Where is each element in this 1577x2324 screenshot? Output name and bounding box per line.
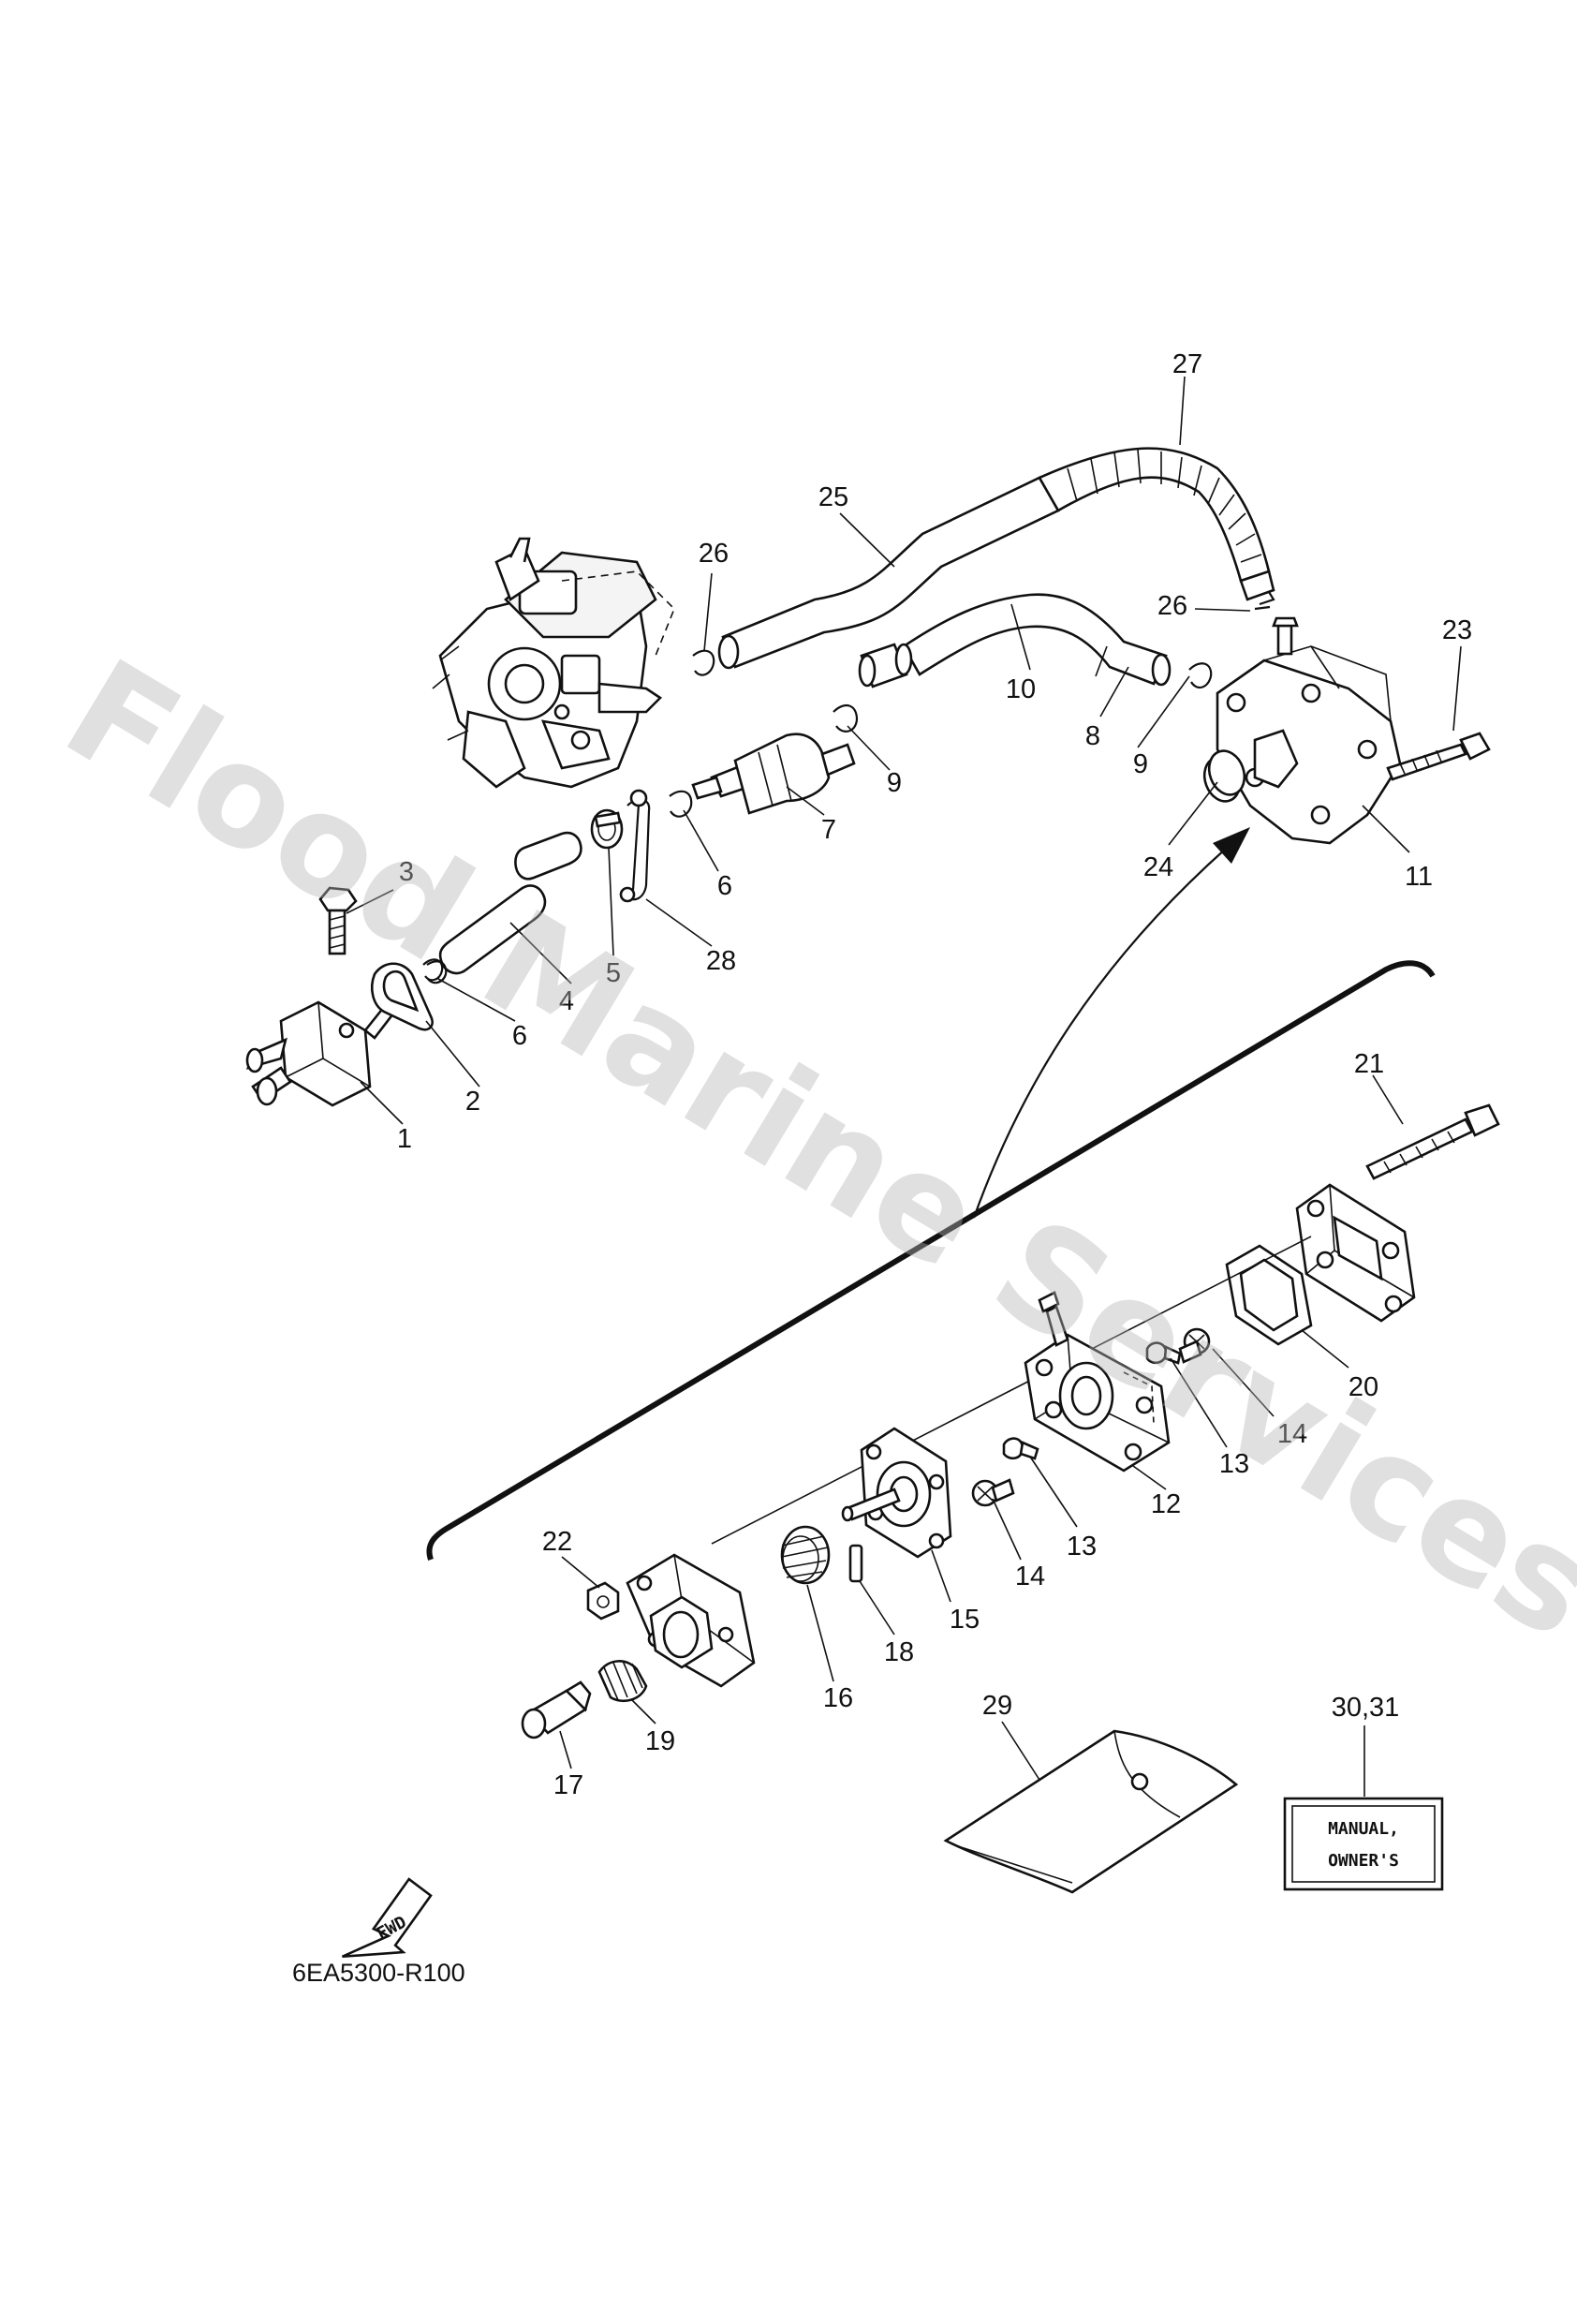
label-22: 22	[542, 1527, 572, 1557]
manual-text-line2: OWNER'S	[1328, 1851, 1399, 1871]
fuel-filter-7	[691, 733, 856, 815]
label-29: 29	[982, 1691, 1012, 1721]
fuel-hose-25	[717, 476, 1060, 670]
hose-clamp-5	[590, 808, 624, 850]
label-27: 27	[1172, 349, 1202, 379]
label-26a: 26	[699, 539, 729, 569]
bolt-3	[318, 886, 358, 955]
o-ring-24	[1207, 749, 1246, 796]
label-10: 10	[1006, 674, 1036, 704]
assembly-guide-line	[711, 1236, 1312, 1545]
fuel-hose-10	[902, 593, 1172, 687]
part-labels: 27 25 26 26 23 10 8 9 9 7 11 24 6 3 28 5…	[397, 349, 1472, 1800]
section-separator	[426, 960, 1436, 1561]
label-26b: 26	[1157, 591, 1187, 621]
label-7: 7	[821, 815, 836, 845]
corrugated-hose-27	[1038, 447, 1275, 601]
bolt-23	[1386, 732, 1491, 781]
label-6a: 6	[512, 1021, 527, 1051]
label-2: 2	[465, 1087, 480, 1117]
label-8: 8	[1085, 721, 1100, 751]
fuel-pump-11	[1202, 616, 1402, 845]
fuel-hose-4	[438, 831, 582, 975]
nut-22	[586, 1581, 620, 1621]
leader-lines	[346, 376, 1462, 1797]
hose-piece-8	[858, 643, 913, 688]
diaphragm-15	[841, 1427, 952, 1559]
carburetor-illustration	[432, 537, 675, 789]
label-9a: 9	[887, 768, 902, 798]
pump-body-12	[1024, 1291, 1171, 1473]
label-13b: 13	[1219, 1449, 1249, 1479]
label-11: 11	[1405, 862, 1433, 892]
label-14b: 14	[1277, 1419, 1307, 1449]
label-19: 19	[645, 1726, 675, 1756]
label-13a: 13	[1067, 1532, 1097, 1562]
cover-plate-20	[1295, 1183, 1416, 1323]
manual-text-line1: MANUAL,	[1328, 1819, 1399, 1839]
label-1: 1	[397, 1124, 412, 1154]
label-23: 23	[1442, 615, 1472, 645]
label-17: 17	[553, 1770, 583, 1800]
clip-28	[619, 789, 651, 903]
hose-clips	[422, 591, 1275, 982]
gasket-20b	[1225, 1244, 1313, 1346]
bolt-21	[1365, 1103, 1500, 1180]
pin-18	[848, 1544, 863, 1583]
label-6b: 6	[717, 871, 732, 901]
label-14a: 14	[1015, 1562, 1045, 1591]
label-5: 5	[606, 958, 621, 988]
label-28: 28	[706, 946, 736, 976]
label-30-31: 30,31	[1332, 1693, 1400, 1723]
label-3: 3	[399, 857, 414, 887]
spring-19	[597, 1660, 648, 1702]
flow-arrow-head	[1213, 827, 1250, 864]
flow-arrow-line	[972, 847, 1228, 1219]
label-24: 24	[1143, 852, 1173, 882]
screws-14	[971, 1327, 1211, 1507]
owners-manual-box: MANUAL, OWNER'S	[1283, 1797, 1444, 1891]
label-20: 20	[1349, 1372, 1378, 1402]
label-12: 12	[1151, 1489, 1181, 1519]
label-9b: 9	[1133, 749, 1148, 779]
label-25: 25	[818, 482, 848, 512]
parts-bag-29	[943, 1729, 1239, 1894]
label-21: 21	[1354, 1049, 1384, 1079]
fuel-joint-1	[245, 1000, 395, 1107]
clip-6-small	[426, 960, 448, 984]
label-18: 18	[884, 1637, 914, 1667]
diagram-code: 6EA5300-R100	[292, 1959, 465, 1987]
label-16: 16	[823, 1683, 853, 1713]
pump-base	[626, 1553, 756, 1688]
piston-17	[521, 1680, 592, 1739]
label-15: 15	[950, 1605, 980, 1635]
check-valves-13	[1002, 1341, 1182, 1460]
label-4: 4	[559, 986, 574, 1016]
spring-16	[780, 1525, 831, 1585]
